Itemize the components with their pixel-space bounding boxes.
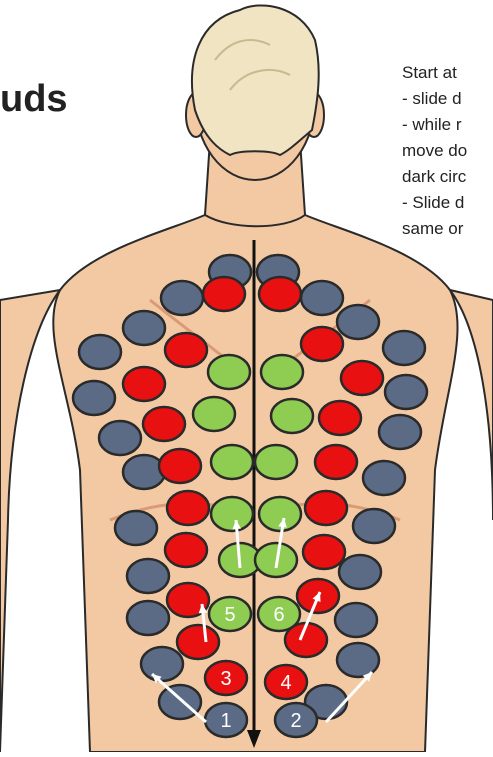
gray-circle [99, 421, 141, 455]
hair [192, 5, 319, 155]
red-circle [315, 445, 357, 479]
page-title: uds [0, 78, 68, 121]
red-circle [305, 491, 347, 525]
gray-circle [385, 375, 427, 409]
gray-circle [353, 509, 395, 543]
red-circle [259, 277, 301, 311]
instruction-line: - while r [402, 112, 467, 138]
green-circle [211, 497, 253, 531]
gray-circle [383, 331, 425, 365]
green-circle [211, 445, 253, 479]
marker-number: 6 [273, 604, 284, 626]
gray-circle [123, 311, 165, 345]
instruction-line: Start at [402, 60, 467, 86]
red-circle [177, 625, 219, 659]
gray-circle [339, 555, 381, 589]
green-circle [271, 399, 313, 433]
gray-circle [379, 415, 421, 449]
gray-circle [337, 305, 379, 339]
red-circle [303, 535, 345, 569]
gray-circle [141, 647, 183, 681]
red-circle [341, 361, 383, 395]
gray-circle [123, 455, 165, 489]
red-circle [165, 533, 207, 567]
marker-number: 4 [280, 672, 291, 694]
instruction-line: move do [402, 138, 467, 164]
instruction-line: - Slide d [402, 190, 467, 216]
marker-number: 3 [220, 668, 231, 690]
gray-circle [127, 601, 169, 635]
gray-circle [127, 559, 169, 593]
green-circle [193, 397, 235, 431]
green-circle [261, 355, 303, 389]
marker-number: 5 [224, 604, 235, 626]
gray-circle [79, 335, 121, 369]
gray-circle [161, 281, 203, 315]
red-circle [143, 407, 185, 441]
green-circle [208, 355, 250, 389]
gray-circle [335, 603, 377, 637]
red-circle [159, 449, 201, 483]
red-circle [123, 367, 165, 401]
red-circle [319, 401, 361, 435]
gray-circle [115, 511, 157, 545]
gray-circle [363, 461, 405, 495]
marker-number: 2 [290, 710, 301, 732]
gray-circle [337, 643, 379, 677]
instruction-line: - slide d [402, 86, 467, 112]
marker-number: 1 [220, 710, 231, 732]
left-arm [0, 290, 60, 752]
red-circle [165, 333, 207, 367]
instruction-line: dark circ [402, 164, 467, 190]
red-circle [301, 327, 343, 361]
instructions-text: Start at - slide d - while r move do dar… [402, 60, 467, 242]
green-circle [255, 445, 297, 479]
red-circle [167, 491, 209, 525]
gray-circle [73, 381, 115, 415]
red-circle [203, 277, 245, 311]
gray-circle [301, 281, 343, 315]
instruction-line: same or [402, 216, 467, 242]
